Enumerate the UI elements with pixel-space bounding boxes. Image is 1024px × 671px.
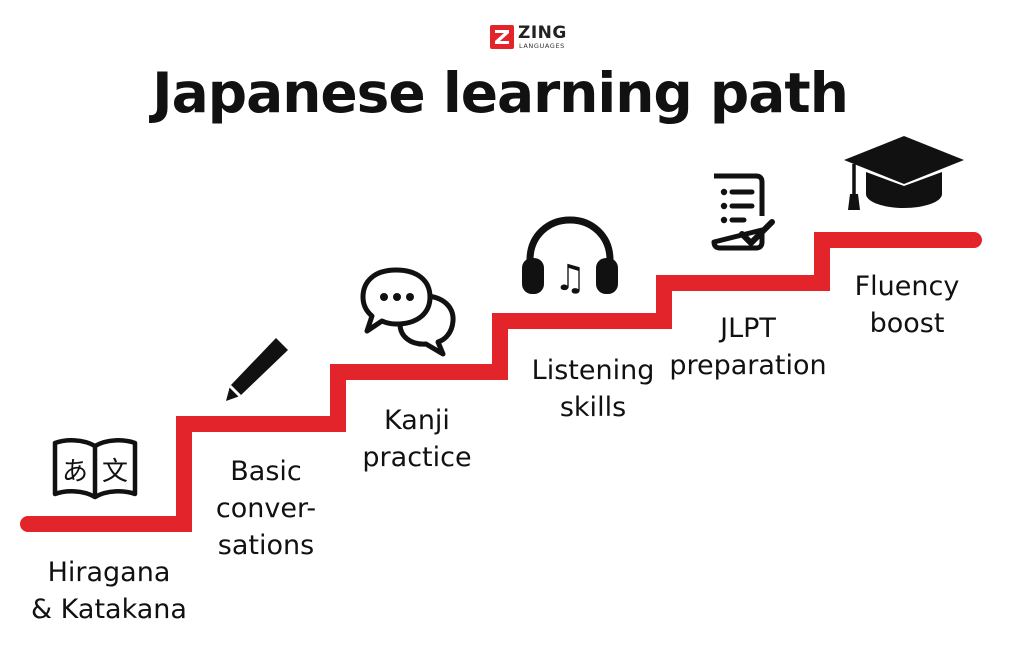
label-line: boost (869, 308, 945, 339)
step-label-kanji-practice: Kanji practice (344, 402, 490, 476)
step-label-hiragana-katakana: Hiragana & Katakana (14, 554, 204, 628)
pencil-icon (226, 338, 288, 401)
label-line: Fluency (854, 271, 960, 302)
hiragana-a-glyph: あ (62, 457, 88, 487)
step-label-listening-skills: Listening skills (518, 352, 668, 426)
graduation-cap-icon (844, 136, 964, 210)
label-line: practice (362, 442, 472, 473)
label-line: preparation (669, 350, 827, 381)
label-line: & Katakana (31, 594, 187, 625)
label-line: sations (217, 530, 315, 561)
kanji-bun-glyph: 文 (102, 457, 128, 487)
chat-bubbles-icon (360, 267, 456, 357)
label-line: Basic (230, 456, 302, 487)
book-kana-icon: あ 文 (52, 438, 138, 500)
page-title: Japanese learning path (152, 61, 849, 125)
label-line: JLPT (720, 313, 776, 344)
checklist-icon (711, 173, 775, 251)
step-label-basic-conversations: Basic conver- sations (196, 453, 336, 564)
brand-logo: ZING LANGUAGES (490, 24, 574, 52)
music-note-glyph: ♫ (554, 258, 586, 299)
step-label-fluency-boost: Fluency boost (832, 268, 982, 342)
zing-logo-icon (490, 25, 514, 49)
staircase-line (20, 232, 982, 532)
step-label-jlpt-preparation: JLPT preparation (658, 310, 838, 384)
label-line: Kanji (384, 405, 450, 436)
label-line: conver- (215, 493, 317, 524)
brand-subtitle: LANGUAGES (519, 42, 565, 50)
label-line: skills (559, 392, 627, 423)
brand-name: ZING (518, 23, 567, 43)
label-line: Listening (531, 355, 655, 386)
label-line: Hiragana (47, 557, 171, 588)
headphones-icon: ♫ (522, 216, 618, 299)
